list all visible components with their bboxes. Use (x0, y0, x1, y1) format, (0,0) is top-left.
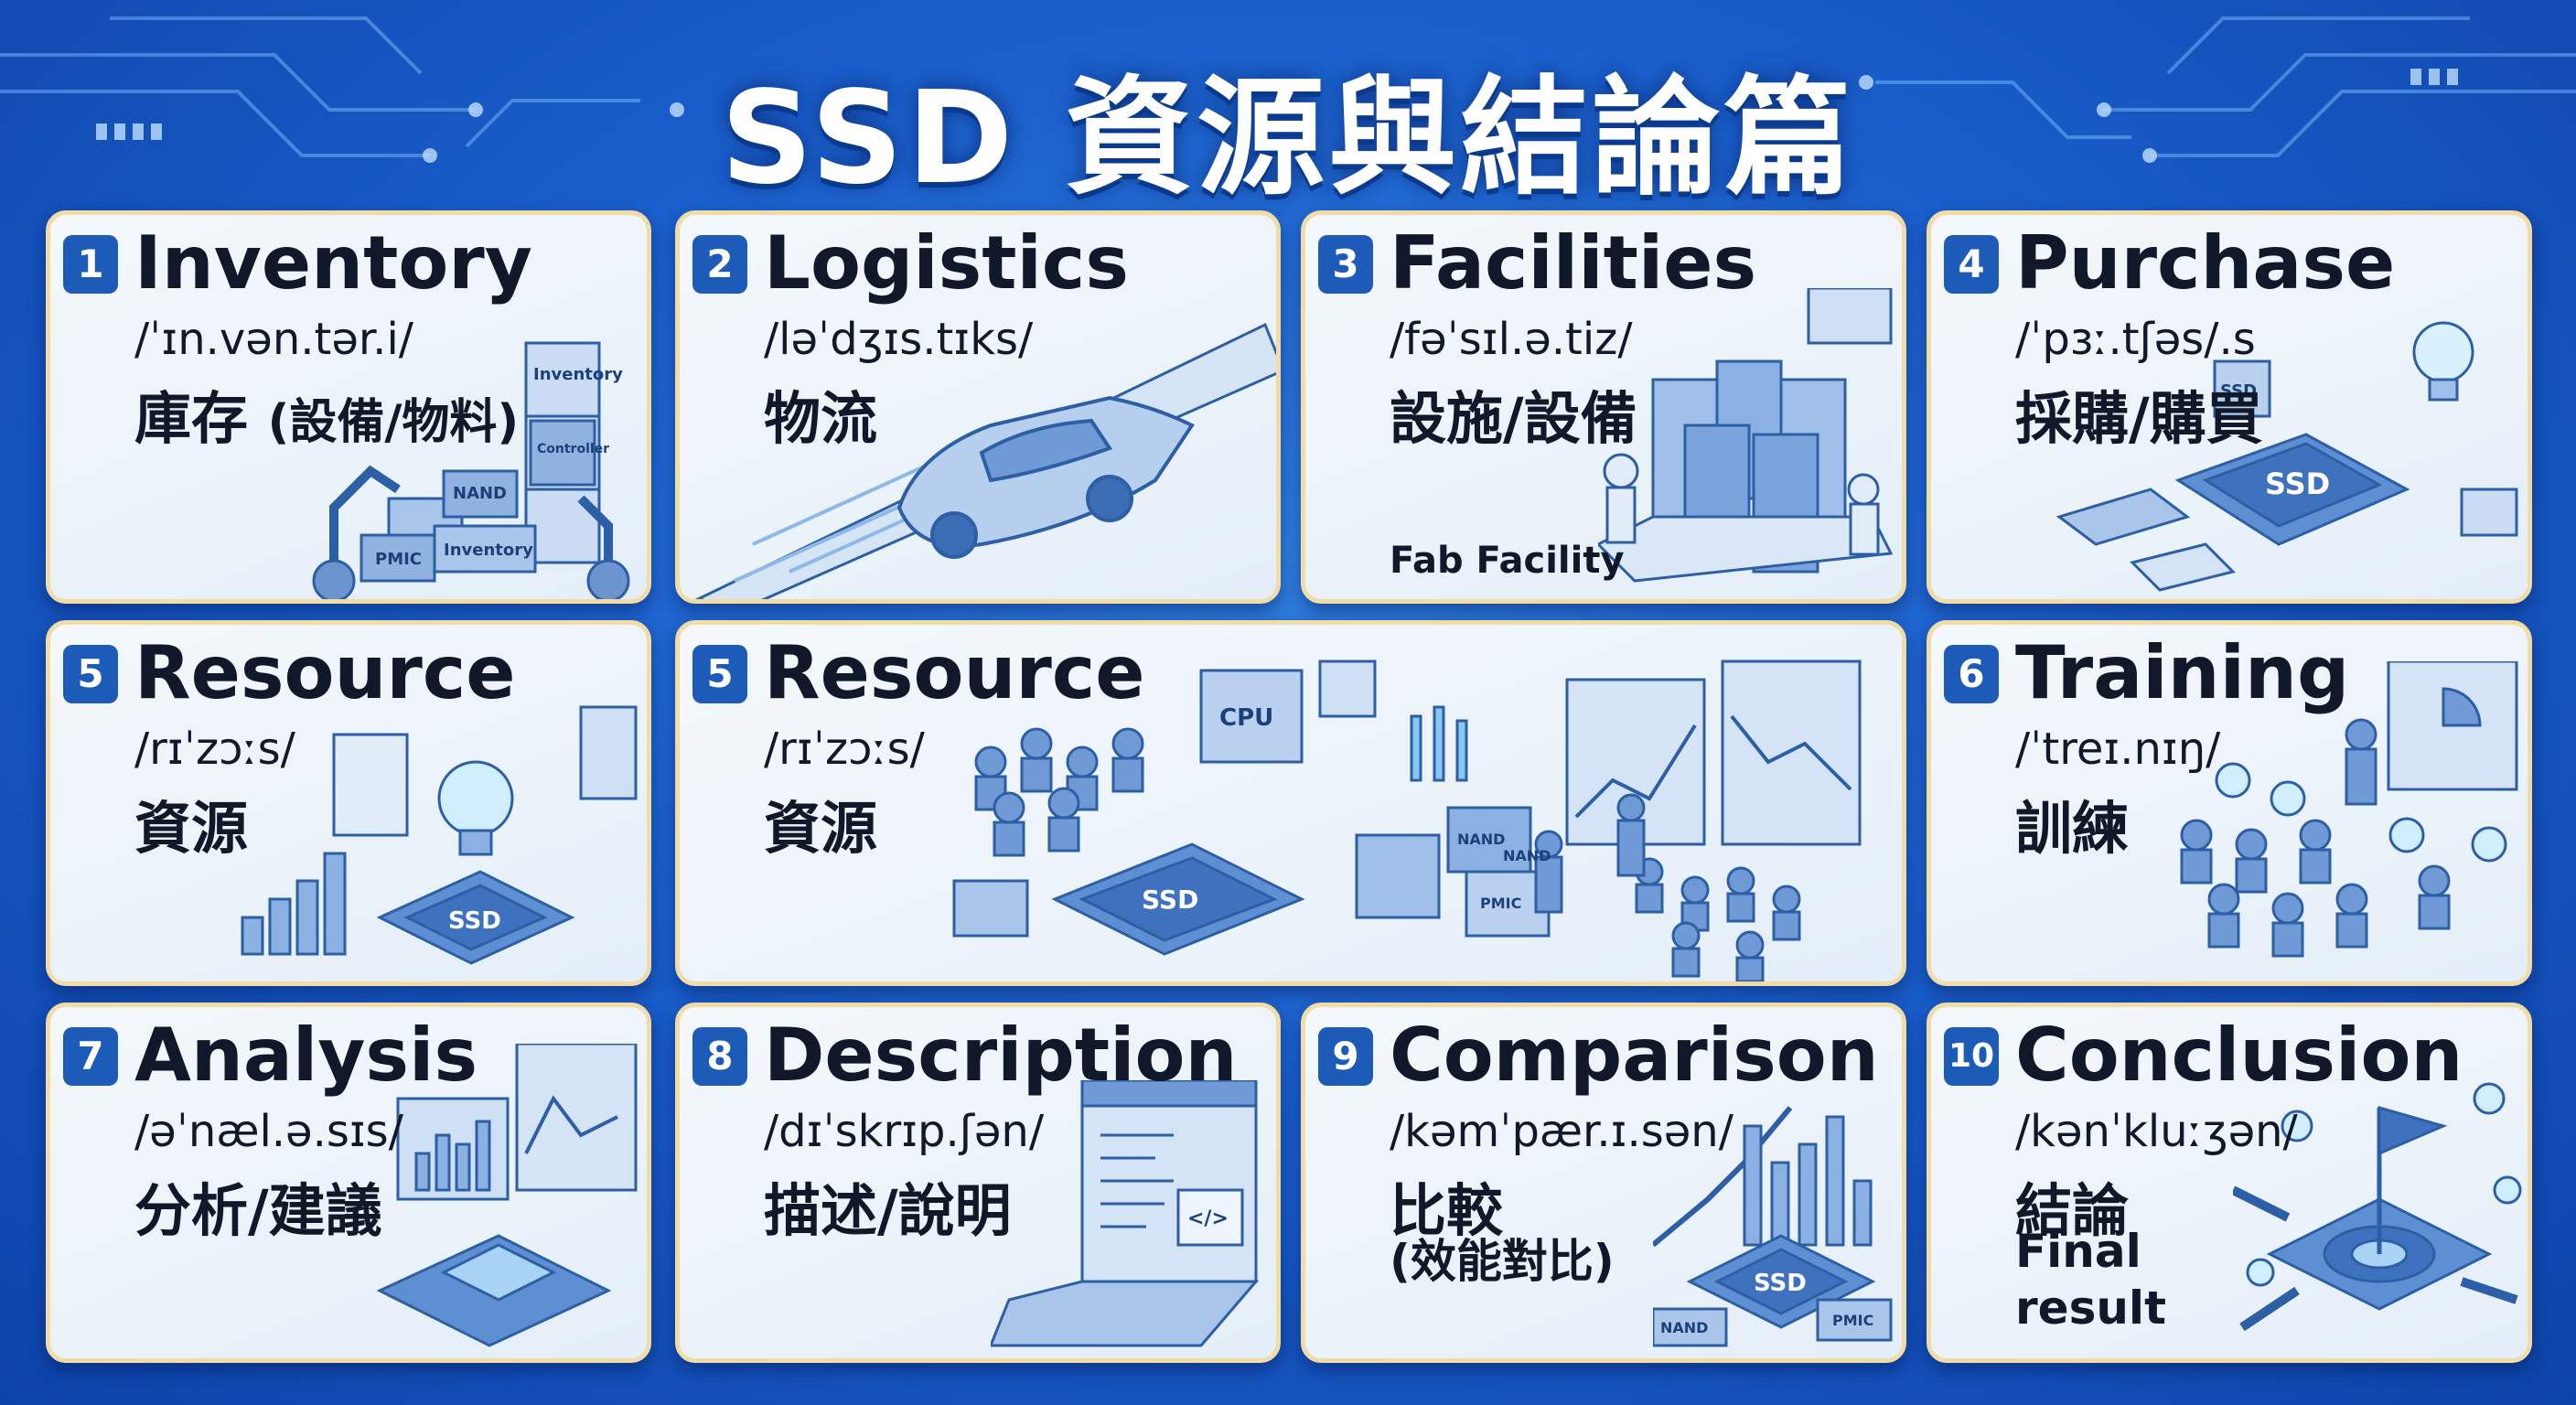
ill-label: NAND (453, 484, 507, 503)
card-word: Facilities (1390, 220, 1757, 306)
laptop-document-illustration: </> (991, 1080, 1260, 1347)
card-phonetic: /ˈɪn.vən.tər.i/ (134, 314, 413, 365)
warehouse-robot-illustration: Inventory NAND PMIC Controller Inventory (312, 341, 630, 599)
card-word: Resource (134, 630, 516, 715)
card-phonetic: /kənˈkluːʒən/ (2015, 1106, 2298, 1157)
card-resource-2[interactable]: 5 Resource /rɪˈzɔːs/ 資源 (675, 620, 1906, 986)
ssd-lightbulb-illustration: SSD (241, 705, 638, 965)
card-chinese: 資源 (134, 795, 249, 862)
card-phonetic: /rɪˈzɔːs/ (764, 724, 925, 775)
ill-label: SSD (2220, 381, 2257, 401)
card-chinese: 資源 (764, 795, 878, 862)
card-phonetic: /ˈtreɪ.nɪŋ/ (2015, 724, 2221, 775)
ill-label: PMIC (1480, 895, 1521, 912)
card-resource-1[interactable]: 5 Resource /rɪˈzɔːs/ 資源 SSD (46, 620, 651, 986)
server-rack-illustration (1598, 288, 1894, 583)
ill-label: PMIC (1832, 1312, 1873, 1329)
ill-label: Inventory (533, 365, 623, 384)
card-chinese: 結論 (2015, 1177, 2130, 1244)
card-phonetic: /kəmˈpær.ɪ.sən/ (1390, 1106, 1733, 1157)
card-word: Analysis (134, 1013, 478, 1098)
card-phonetic: /rɪˈzɔːs/ (134, 724, 295, 775)
card-inventory[interactable]: 1 Inventory /ˈɪn.vən.tər.i/ 庫存 (設備/物料) I… (46, 210, 651, 604)
ssd-purchase-illustration: SSD SSD (2055, 321, 2518, 592)
card-phonetic: /fəˈsɪl.ə.tiz/ (1390, 314, 1633, 365)
card-word: Comparison (1390, 1013, 1879, 1098)
ill-label: Inventory (444, 541, 533, 560)
card-word: Resource (764, 630, 1145, 715)
card-phonetic: /əˈnæl.ə.sɪs/ (134, 1106, 403, 1157)
resource-team-illustration: CPU SSD NAND PMIC NAND (952, 660, 1862, 981)
card-conclusion[interactable]: 10 Conclusion /kənˈkluːʒən/ 結論 Final res… (1927, 1003, 2532, 1363)
ill-label: NAND (1457, 831, 1505, 848)
card-phonetic: /dɪˈskrɪp.ʃən/ (764, 1106, 1045, 1157)
final-label: Final (2015, 1225, 2141, 1278)
card-number-badge: 10 (1944, 1027, 1999, 1086)
ill-label: NAND (1503, 847, 1551, 864)
card-word: Purchase (2015, 220, 2396, 306)
card-number-badge: 5 (692, 645, 747, 703)
card-number-badge: 5 (63, 645, 118, 703)
card-chinese: 比較 (1390, 1177, 1504, 1244)
card-chinese: 分析/建議 (134, 1177, 382, 1244)
card-number-badge: 1 (63, 235, 118, 294)
card-phonetic: /ˈpɜː.tʃəs/.s (2015, 314, 2256, 365)
training-class-illustration (2180, 661, 2518, 958)
ill-label: SSD (1754, 1270, 1807, 1297)
card-word: Logistics (764, 220, 1129, 306)
target-flag-illustration (2233, 1082, 2522, 1332)
fab-facility-label: Fab Facility (1390, 540, 1625, 582)
card-number-badge: 7 (63, 1027, 118, 1086)
ill-label: PMIC (375, 550, 422, 569)
card-number-badge: 3 (1318, 235, 1373, 294)
card-purchase[interactable]: 4 Purchase /ˈpɜː.tʃəs/.s 採購/購買 SSD SSD (1927, 210, 2532, 604)
card-chinese: 庫存 (設備/物料) (134, 385, 520, 452)
card-word: Description (764, 1013, 1238, 1098)
card-training[interactable]: 6 Training /ˈtreɪ.nɪŋ/ 訓練 (1927, 620, 2532, 986)
card-chinese: 描述/說明 (764, 1177, 1012, 1244)
ill-label: Controller (537, 442, 609, 456)
card-facilities[interactable]: 3 Facilities /fəˈsɪl.ə.tiz/ 設施/設備 Fab Fa… (1301, 210, 1906, 604)
card-number-badge: 4 (1944, 235, 1999, 294)
card-number-badge: 2 (692, 235, 747, 294)
card-analysis[interactable]: 7 Analysis /əˈnæl.ə.sɪs/ 分析/建議 (46, 1003, 651, 1363)
card-number-badge: 9 (1318, 1027, 1373, 1086)
ill-label: CPU (1219, 704, 1273, 732)
card-word: Conclusion (2015, 1013, 2463, 1098)
card-chinese: 採購/購買 (2015, 385, 2263, 452)
card-description[interactable]: 8 Description /dɪˈskrɪp.ʃən/ 描述/說明 </> (675, 1003, 1281, 1363)
card-word: Training (2015, 630, 2350, 715)
ill-label: SSD (2265, 467, 2330, 501)
card-phonetic: /ləˈdʒɪs.tɪks/ (764, 314, 1034, 365)
ill-label: NAND (1660, 1319, 1708, 1336)
page-title: SSD 資源與結論篇 (720, 64, 1856, 213)
card-chinese: 物流 (764, 385, 878, 452)
comparison-chart-illustration: SSD NAND PMIC (1653, 1106, 1893, 1347)
card-chinese: 設施/設備 (1390, 385, 1637, 452)
card-chinese: 訓練 (2015, 795, 2130, 862)
analysis-chip-illustration (376, 1044, 638, 1347)
ill-label: SSD (1142, 885, 1198, 915)
card-word: Inventory (134, 220, 532, 306)
comparison-sub-label: (效能對比) (1390, 1235, 1615, 1288)
card-comparison[interactable]: 9 Comparison /kəmˈpær.ɪ.sən/ 比較 (效能對比) S… (1301, 1003, 1906, 1363)
result-label: result (2015, 1282, 2166, 1335)
card-number-badge: 8 (692, 1027, 747, 1086)
card-logistics[interactable]: 2 Logistics /ləˈdʒɪs.tɪks/ 物流 (675, 210, 1281, 604)
ill-label: SSD (448, 907, 501, 935)
card-number-badge: 6 (1944, 645, 1999, 703)
race-car-illustration (694, 322, 1276, 599)
ill-label: </> (1187, 1207, 1229, 1230)
